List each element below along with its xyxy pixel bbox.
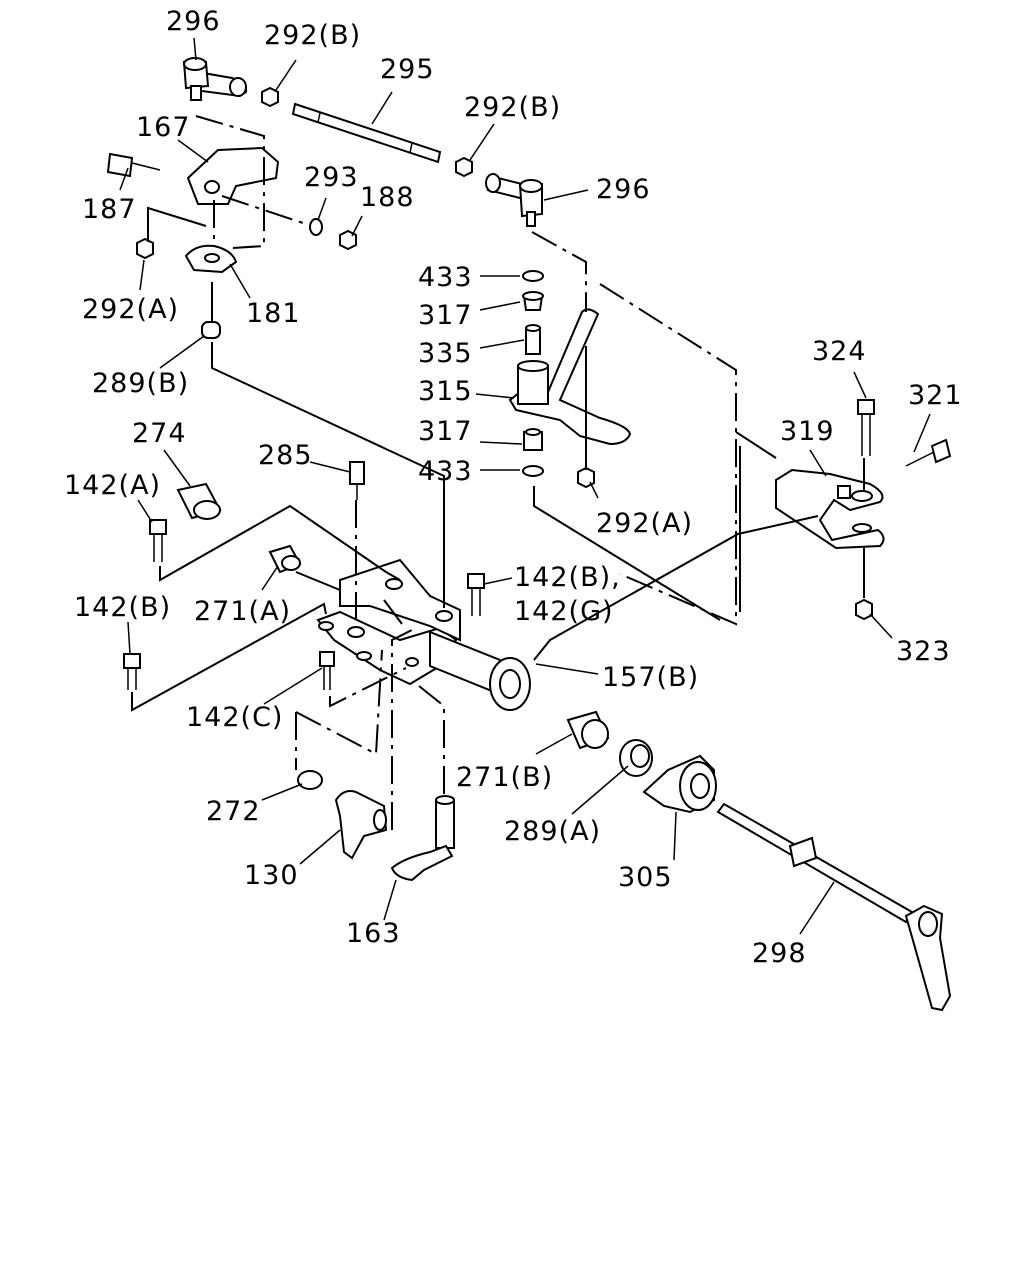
part-271b-bushing (566, 710, 610, 750)
label-321: 321 (908, 380, 963, 411)
label-298: 298 (752, 938, 807, 969)
leader-lines (119, 37, 931, 935)
label-142b-142g-line2: 142(G) (514, 596, 614, 627)
label-335: 335 (418, 338, 473, 369)
part-295-rod (291, 102, 442, 164)
part-315-bracket (508, 308, 632, 446)
label-142a: 142(A) (64, 470, 161, 501)
label-296-lower: 296 (596, 174, 651, 205)
label-295: 295 (380, 54, 435, 85)
part-296-lower-ball-joint (485, 173, 543, 227)
part-292b-nut-mid (455, 156, 473, 178)
part-274-bushing (176, 482, 222, 520)
part-167-lever (186, 146, 280, 205)
label-157b: 157(B) (602, 662, 699, 693)
label-142c: 142(C) (186, 702, 283, 733)
label-289b: 289(B) (92, 368, 189, 399)
part-317-bushing-lower (523, 428, 543, 451)
part-433-oring-lower (522, 465, 544, 477)
part-130-block (334, 790, 388, 860)
part-323-nut (855, 598, 873, 621)
label-292a-left: 292(A) (82, 294, 179, 325)
label-142b-142g-line1: 142(B), (514, 562, 621, 593)
label-167: 167 (136, 112, 191, 143)
part-319-bracket (775, 468, 885, 550)
label-163: 163 (346, 918, 401, 949)
label-292b-mid: 292(B) (464, 92, 561, 123)
label-272: 272 (206, 796, 261, 827)
part-293-washer (309, 218, 323, 236)
part-292a-nut-left (136, 237, 154, 260)
part-142bg-bolt (467, 573, 485, 616)
part-181-plate (184, 244, 238, 274)
part-285-stud (349, 461, 365, 500)
label-293: 293 (304, 162, 359, 193)
label-181: 181 (246, 298, 301, 329)
part-labels: 296 292(B) 295 292(B) 167 296 187 293 18… (64, 6, 963, 969)
part-187-bolt (106, 152, 161, 178)
label-271b: 271(B) (456, 762, 553, 793)
part-272-snap-ring (297, 770, 323, 790)
label-130: 130 (244, 860, 299, 891)
label-271a: 271(A) (194, 596, 291, 627)
label-289a: 289(A) (504, 816, 601, 847)
part-142c-bolt (319, 651, 335, 690)
part-289a-seal (619, 739, 653, 777)
label-323: 323 (896, 636, 951, 667)
label-285: 285 (258, 440, 313, 471)
label-188: 188 (360, 182, 415, 213)
label-319: 319 (780, 416, 835, 447)
part-324-bolt (857, 399, 875, 456)
label-324: 324 (812, 336, 867, 367)
part-142a-bolt (149, 519, 167, 562)
part-335-sleeve (525, 324, 541, 355)
part-163-lever (390, 795, 455, 882)
part-292b-nut-upper (261, 86, 279, 108)
label-433-upper: 433 (418, 262, 473, 293)
label-274: 274 (132, 418, 187, 449)
label-317-upper: 317 (418, 300, 473, 331)
label-296-upper: 296 (166, 6, 221, 37)
label-433-lower: 433 (418, 456, 473, 487)
label-305: 305 (618, 862, 673, 893)
part-321-bolt (905, 438, 952, 467)
part-296-upper-ball-joint (182, 57, 248, 101)
label-315: 315 (418, 376, 473, 407)
label-317-lower: 317 (418, 416, 473, 447)
part-317-bushing-upper (522, 291, 544, 311)
part-142b-bolt (123, 653, 141, 690)
part-305-cover (642, 754, 717, 814)
label-292b-upper: 292(B) (264, 20, 361, 51)
part-433-oring-upper (522, 270, 544, 282)
part-271a-bushing (268, 544, 302, 574)
label-187: 187 (82, 194, 137, 225)
label-142b: 142(B) (74, 592, 171, 623)
part-289b-bushing (201, 321, 221, 339)
assembly-lines (131, 115, 865, 830)
part-298-shaft (716, 802, 952, 1012)
label-292a-right: 292(A) (596, 508, 693, 539)
part-housing (316, 558, 531, 711)
